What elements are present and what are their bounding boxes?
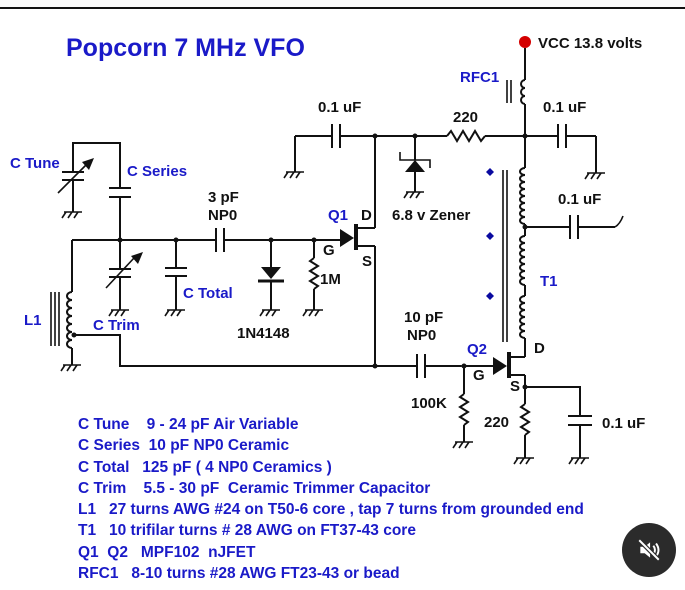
vcc-terminal: [519, 36, 531, 48]
cap-10pf-type: NP0: [407, 327, 436, 344]
q1-label: Q1: [328, 207, 348, 224]
top-border: [0, 0, 685, 9]
trimmer-capacitor-c-trim: [105, 240, 143, 317]
speaker-muted-icon: [637, 538, 661, 562]
q1-pin-d: D: [361, 207, 372, 224]
jfet-q1: [340, 224, 376, 366]
t1-label: T1: [540, 273, 558, 290]
parts-list-item: C Tune 9 - 24 pF Air Variable: [78, 416, 299, 433]
c-trim-label: C Trim: [93, 317, 140, 334]
cap-output-value: 0.1 uF: [558, 191, 601, 208]
l1-label: L1: [24, 312, 42, 329]
capacitor-c-series: [109, 187, 131, 198]
rfc1-label: RFC1: [460, 69, 499, 86]
capacitor-source-bypass: [525, 386, 592, 465]
diode-1n4148: [258, 240, 284, 317]
q2-pin-g: G: [473, 367, 485, 384]
c-series-label: C Series: [127, 163, 187, 180]
transformer-t1: [486, 167, 526, 357]
cap-3pf-value: 3 pF: [208, 189, 239, 206]
parts-list-item: L1 27 turns AWG #24 on T50-6 core , tap …: [78, 501, 584, 519]
resistor-1m: [302, 240, 324, 317]
capacitor-10pf: [416, 354, 426, 378]
resistor-source-label: 220: [484, 414, 509, 431]
resistor-100k: [452, 366, 474, 449]
q1-pin-g: G: [323, 242, 335, 259]
parts-list-item: Q1 Q2 MPF102 nJFET: [78, 543, 256, 561]
cap-q1-decouple-value: 0.1 uF: [318, 99, 361, 116]
unmute-button[interactable]: [622, 523, 676, 577]
c-total-label: C Total: [183, 285, 233, 302]
q2-label: Q2: [467, 341, 487, 358]
cap-10pf-value: 10 pF: [404, 309, 443, 326]
parts-list-item: C Total 125 pF ( 4 NP0 Ceramics ): [78, 458, 332, 476]
q2-pin-s: S: [510, 378, 520, 395]
q1-pin-s: S: [362, 253, 372, 270]
parts-list-item: C Trim 5.5 - 30 pF Ceramic Trimmer Capac…: [78, 479, 431, 497]
cap-vcc-decouple-value: 0.1 uF: [543, 99, 586, 116]
c-tune-label: C Tune: [10, 155, 60, 172]
capacitor-q1-decouple: [283, 124, 375, 179]
cap-3pf-type: NP0: [208, 207, 237, 224]
inductor-l1: [50, 240, 82, 372]
zener-diode: [399, 136, 431, 199]
resistor-1m-label: 1M: [320, 271, 341, 288]
q2-pin-d: D: [534, 340, 545, 357]
capacitor-c-total: [164, 240, 187, 317]
parts-list-item: C Series 10 pF NP0 Ceramic: [78, 437, 290, 455]
resistor-220-source: [513, 387, 535, 465]
parts-list-item: T1 10 trifilar turns # 28 AWG on FT37-43…: [78, 522, 416, 540]
diagram-title: Popcorn 7 MHz VFO: [66, 34, 305, 62]
variable-capacitor-c-tune: [57, 142, 121, 240]
rfc1-inductor: [506, 48, 526, 168]
parts-list-item: RFC1 8-10 turns #28 AWG FT23-43 or bead: [78, 565, 400, 583]
capacitor-3pf: [215, 228, 225, 252]
resistor-100k-label: 100K: [411, 395, 447, 412]
resistor-220-series: [375, 129, 525, 143]
zener-label: 6.8 v Zener: [392, 207, 471, 224]
diode-label: 1N4148: [237, 325, 290, 342]
parts-list: C Tune 9 - 24 pF Air Variable C Series 1…: [78, 414, 584, 584]
capacitor-vcc-decouple: [525, 124, 606, 180]
vcc-label: VCC 13.8 volts: [538, 35, 642, 52]
cap-source-value: 0.1 uF: [602, 415, 645, 432]
resistor-series-value: 220: [453, 109, 478, 126]
capacitor-output: [525, 215, 624, 239]
